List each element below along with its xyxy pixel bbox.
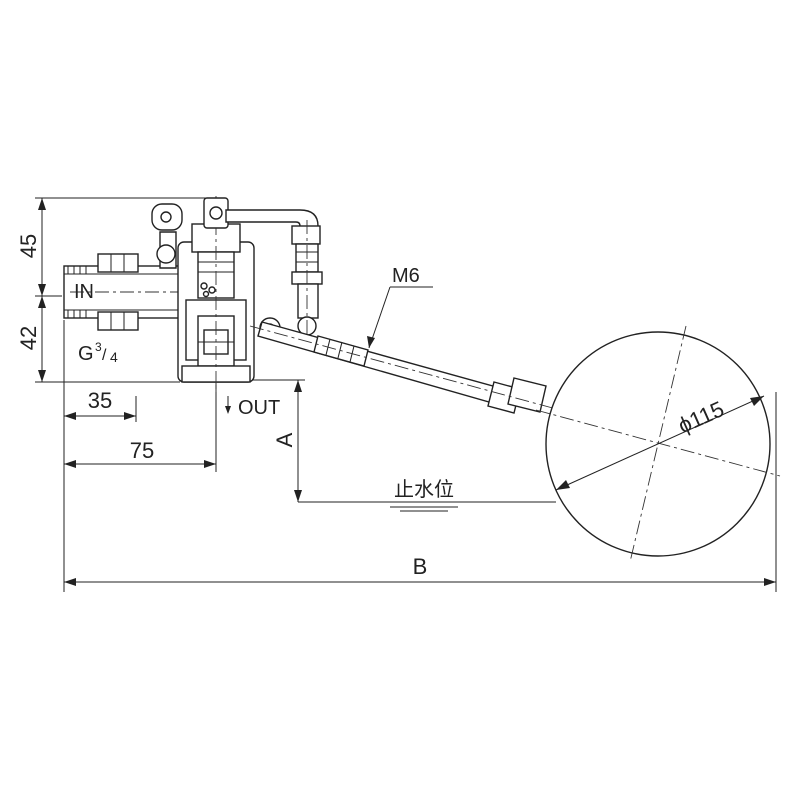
dim-42-label: 42 [16, 326, 41, 350]
outlet-label: OUT [238, 397, 280, 419]
float-arm [249, 321, 561, 414]
dim-45-label: 45 [16, 234, 41, 258]
text-labels: 45 42 35 75 A B IN OUT G 3 / 4 M6 ϕ115 止… [16, 234, 728, 579]
inlet-label: IN [74, 281, 94, 303]
thread-fraction-numerator: 3 [95, 340, 102, 354]
thread-fraction-slash: / [102, 347, 107, 364]
dim-75-label: 75 [130, 438, 154, 463]
thread-fraction-denominator: 4 [110, 349, 118, 365]
rod-thread-label: M6 [392, 265, 420, 287]
water-stop-level-label: 止水位 [394, 478, 454, 501]
thread-label: G [78, 343, 94, 365]
dim-b-label: B [413, 554, 428, 579]
dimension-lines [35, 197, 777, 592]
dim-a-label: A [272, 432, 297, 447]
dim-35-label: 35 [88, 388, 112, 413]
float-ball [535, 325, 781, 563]
